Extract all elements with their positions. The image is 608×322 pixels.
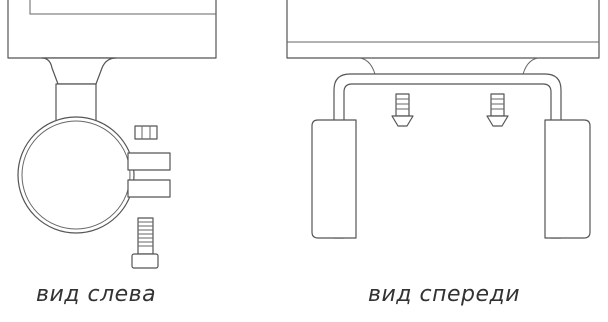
left-view-drawing <box>7 0 217 269</box>
front-left-block <box>311 119 357 239</box>
left-device-body <box>7 0 217 59</box>
left-bolt-shaft <box>137 217 154 255</box>
front-device-body <box>286 0 600 59</box>
left-bolt-head <box>131 253 159 269</box>
front-view-caption: вид спереди <box>368 282 520 307</box>
front-view-drawing <box>286 0 600 239</box>
left-view-caption: вид слева <box>36 282 157 307</box>
left-hex-nut <box>134 125 158 140</box>
front-screw-right <box>486 93 509 127</box>
front-screw-left <box>391 93 414 127</box>
front-right-block <box>544 119 591 239</box>
left-clamp-tab-top <box>127 152 171 171</box>
left-bolt-threads <box>137 221 154 247</box>
left-neck <box>41 57 117 85</box>
left-clamp-tab-bottom <box>127 179 171 198</box>
left-clamp-ring <box>17 116 135 234</box>
front-u-bracket <box>333 73 562 239</box>
left-clamp-ring-inner <box>21 120 131 230</box>
